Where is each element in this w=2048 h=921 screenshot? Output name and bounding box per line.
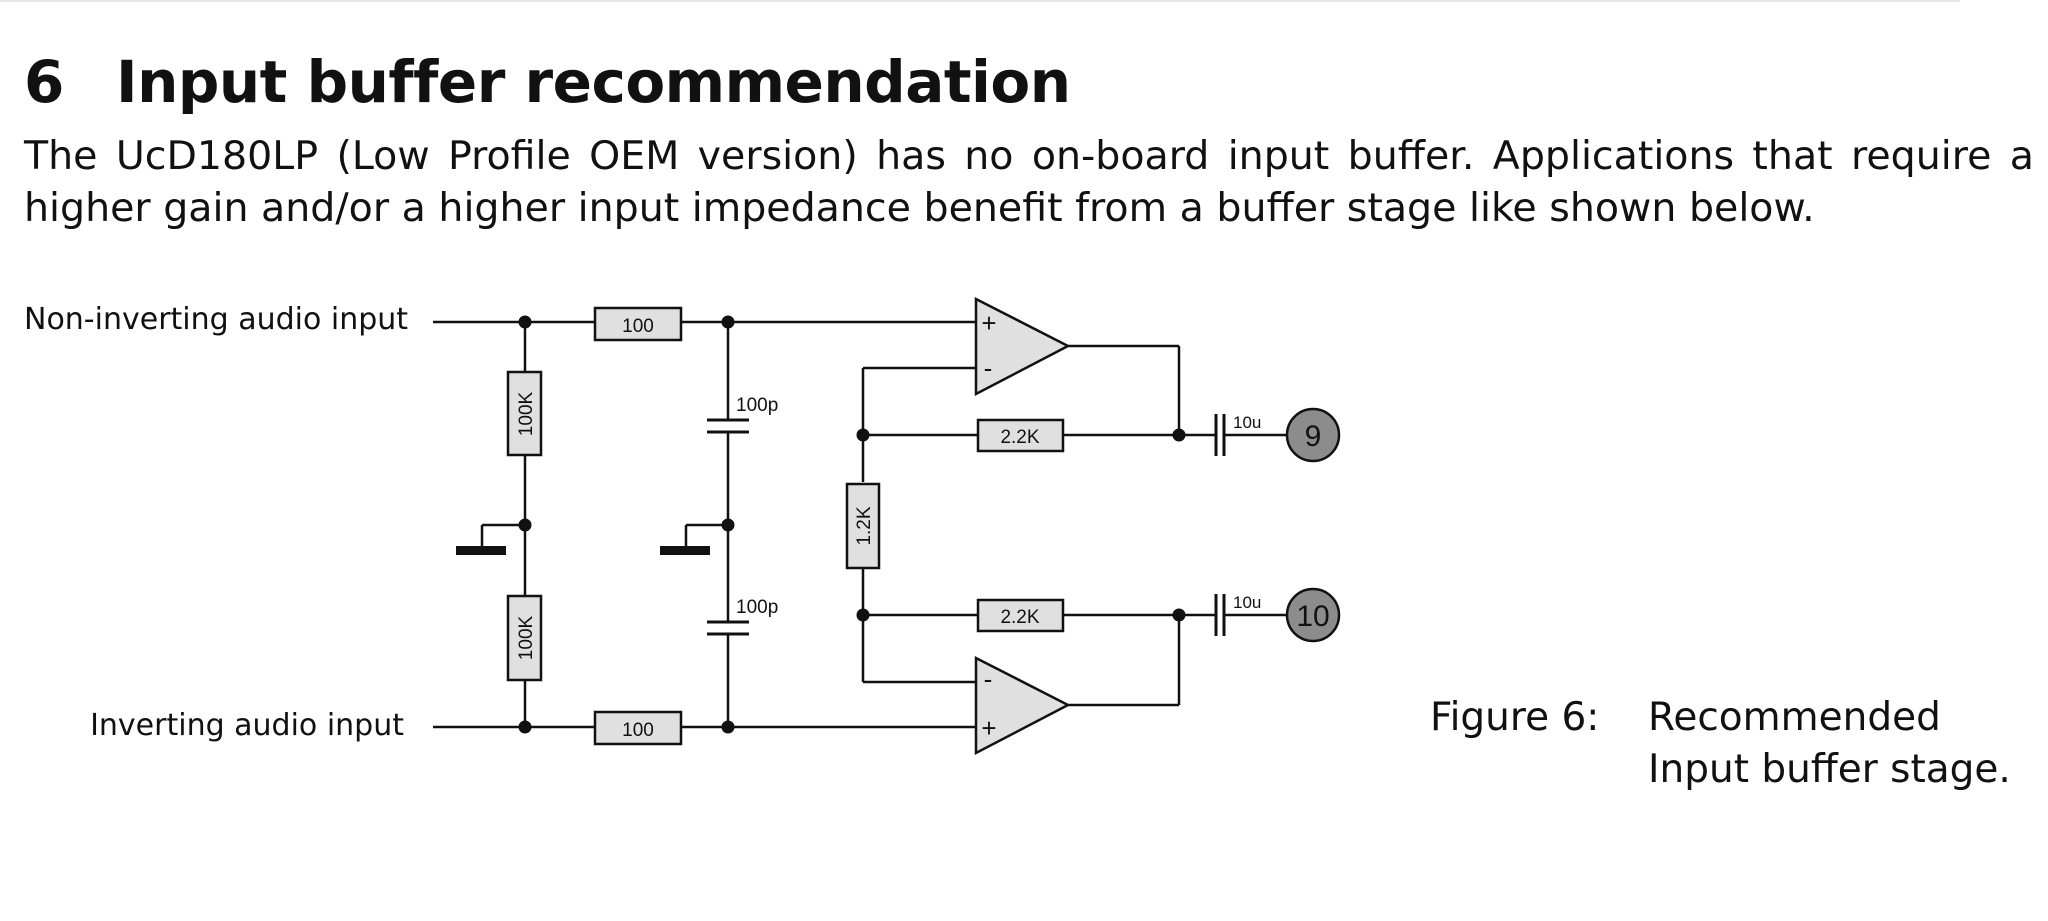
capacitor-out-top-label: 10u: [1233, 413, 1261, 432]
junction-dot: [721, 518, 735, 532]
resistor-bias-bottom: [506, 594, 543, 682]
resistor-bias-top-label: 100K: [516, 391, 537, 436]
resistor-feedback-top: [976, 418, 1065, 453]
junction-dot: [856, 428, 870, 442]
resistor-feedback-bottom-label: 2.2K: [1000, 607, 1039, 628]
resistor-feedback-bottom: [976, 598, 1065, 633]
opamp-bottom-minus: -: [984, 664, 993, 694]
capacitor-plates: [707, 414, 1226, 636]
ground-icon: [456, 546, 506, 555]
opamp-bottom: [974, 655, 1071, 756]
opamp-top-plus: +: [981, 308, 996, 338]
connector-pin-9: [1285, 407, 1341, 463]
resistor-series-top: [593, 306, 683, 342]
resistor-bias-top: [506, 370, 543, 457]
figure-caption-text: Recommended Input buffer stage.: [1648, 695, 2011, 792]
opamp-bottom-plus: +: [981, 713, 996, 743]
non-inverting-input-label: Non-inverting audio input: [24, 302, 409, 337]
resistor-series-top-label: 100: [622, 316, 654, 337]
resistor-series-bottom: [593, 710, 683, 746]
figure-caption: Figure 6: Recommended Input buffer stage.: [1430, 692, 2048, 796]
ground-icon: [660, 546, 710, 555]
junction-dot: [1172, 608, 1186, 622]
junction-dot: [721, 315, 735, 329]
opamp-top: [974, 296, 1071, 397]
connector-pin-10: [1285, 587, 1341, 643]
connector-pin-10-label: 10: [1296, 600, 1329, 633]
section-title: Input buffer recommendation: [116, 48, 1071, 116]
junction-dot: [518, 315, 532, 329]
resistor-gain: [845, 482, 881, 570]
section-number: 6: [24, 48, 64, 116]
resistors: [506, 306, 1065, 746]
junction-dot: [721, 720, 735, 734]
figure-label: Figure 6:: [1430, 695, 1600, 740]
junction-dot: [856, 608, 870, 622]
connector-pin-9-label: 9: [1305, 420, 1322, 453]
resistor-bias-bottom-label: 100K: [516, 615, 537, 660]
junction-dot: [518, 518, 532, 532]
capacitor-c-bottom-label: 100p: [736, 597, 778, 618]
resistor-feedback-top-label: 2.2K: [1000, 427, 1039, 448]
inverting-input-label: Inverting audio input: [90, 708, 404, 743]
resistor-gain-label: 1.2K: [854, 506, 875, 545]
junction-dot: [1172, 428, 1186, 442]
resistor-series-bottom-label: 100: [622, 720, 654, 741]
opamp-top-minus: -: [984, 353, 993, 383]
section-heading: 6 Input buffer recommendation: [24, 42, 1071, 122]
body-paragraph: The UcD180LP (Low Profile OEM version) h…: [24, 133, 2034, 231]
top-rule: [0, 0, 1960, 2]
junction-dot: [518, 720, 532, 734]
capacitor-c-top-label: 100p: [736, 395, 778, 416]
junctions: [518, 315, 1186, 734]
capacitor-out-bottom-label: 10u: [1233, 593, 1261, 612]
